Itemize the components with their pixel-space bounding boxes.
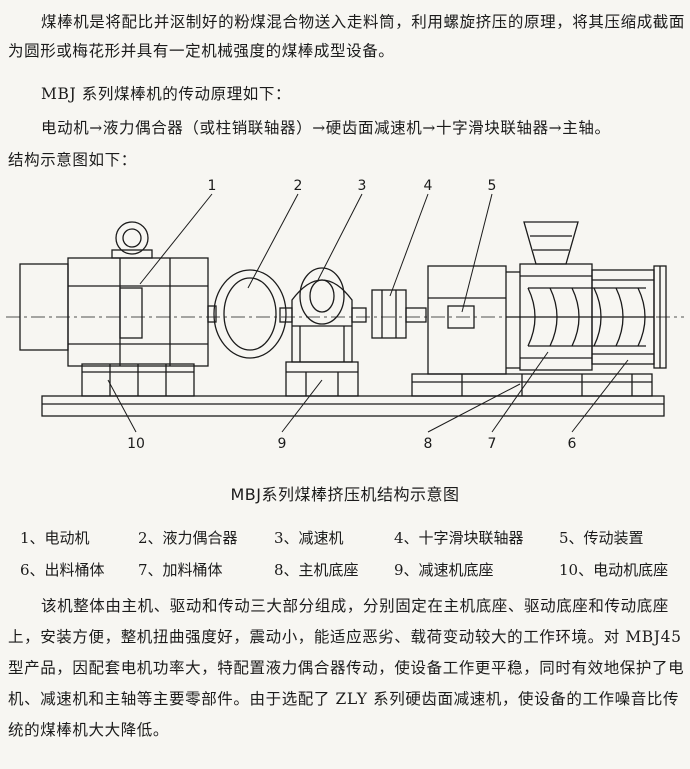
legend-item: 9、减速机底座: [394, 560, 494, 579]
transmission-chain: 电动机→液力偶合器（或柱销联轴器）→硬齿面减速机→十字滑块联轴器→主轴。: [41, 119, 611, 137]
reducer-base: [285, 361, 359, 397]
legend-item: 3、减速机: [274, 528, 344, 547]
callout-10: 10: [127, 436, 145, 452]
structure-heading: 结构示意图如下：: [8, 151, 137, 169]
callout-2: 2: [294, 178, 303, 194]
legend-item: 6、出料桶体: [20, 560, 105, 579]
main-machine-base: [411, 373, 653, 397]
callout-5: 5: [488, 178, 497, 194]
legend-row: 6、出料桶体 7、加料桶体 8、主机底座 9、减速机底座 10、电动机底座: [20, 553, 690, 585]
callout-1: 1: [208, 178, 217, 194]
principle-heading: MBJ 系列煤棒机的传动原理如下：: [41, 85, 292, 103]
base-frame: [41, 395, 665, 417]
intro-paragraph: 煤棒机是将配比并沤制好的粉煤混合物送入走料筒，利用螺旋挤压的原理，将其压缩成截面…: [8, 13, 686, 60]
legend-item: 2、液力偶合器: [138, 528, 238, 547]
machine-structure-diagram: 1 2 3 4 5 10 9 8 7 6: [6, 178, 684, 452]
legend-item: 5、传动装置: [559, 528, 644, 547]
callout-8: 8: [424, 436, 433, 452]
motor-base: [81, 363, 195, 397]
legend-item: 4、十字滑块联轴器: [394, 528, 524, 547]
fluid-coupling: [207, 269, 287, 359]
legend-item: 10、电动机底座: [559, 560, 669, 579]
callout-7: 7: [488, 436, 497, 452]
transmission-device: [427, 265, 520, 375]
callout-3: 3: [358, 178, 367, 194]
feed-hopper: [523, 221, 579, 265]
cross-slider-coupling: [371, 289, 427, 339]
parts-legend: 1、电动机 2、液力偶合器 3、减速机 4、十字滑块联轴器 5、传动装置 6、出…: [20, 521, 690, 585]
summary-paragraph: 该机整体由主机、驱动和传动三大部分组成，分别固定在主机底座、驱动底座和传动底座上…: [8, 597, 685, 739]
callout-9: 9: [278, 436, 287, 452]
reducer: [279, 267, 367, 363]
diagram-caption: MBJ系列煤棒挤压机结构示意图: [230, 485, 460, 504]
legend-item: 7、加料桶体: [138, 560, 223, 579]
legend-row: 1、电动机 2、液力偶合器 3、减速机 4、十字滑块联轴器 5、传动装置: [20, 521, 690, 553]
electric-motor: [19, 221, 209, 367]
callout-6: 6: [568, 436, 577, 452]
callout-4: 4: [424, 178, 433, 194]
legend-item: 8、主机底座: [274, 560, 359, 579]
callout-leaders: [107, 193, 629, 433]
legend-item: 1、电动机: [20, 528, 90, 547]
